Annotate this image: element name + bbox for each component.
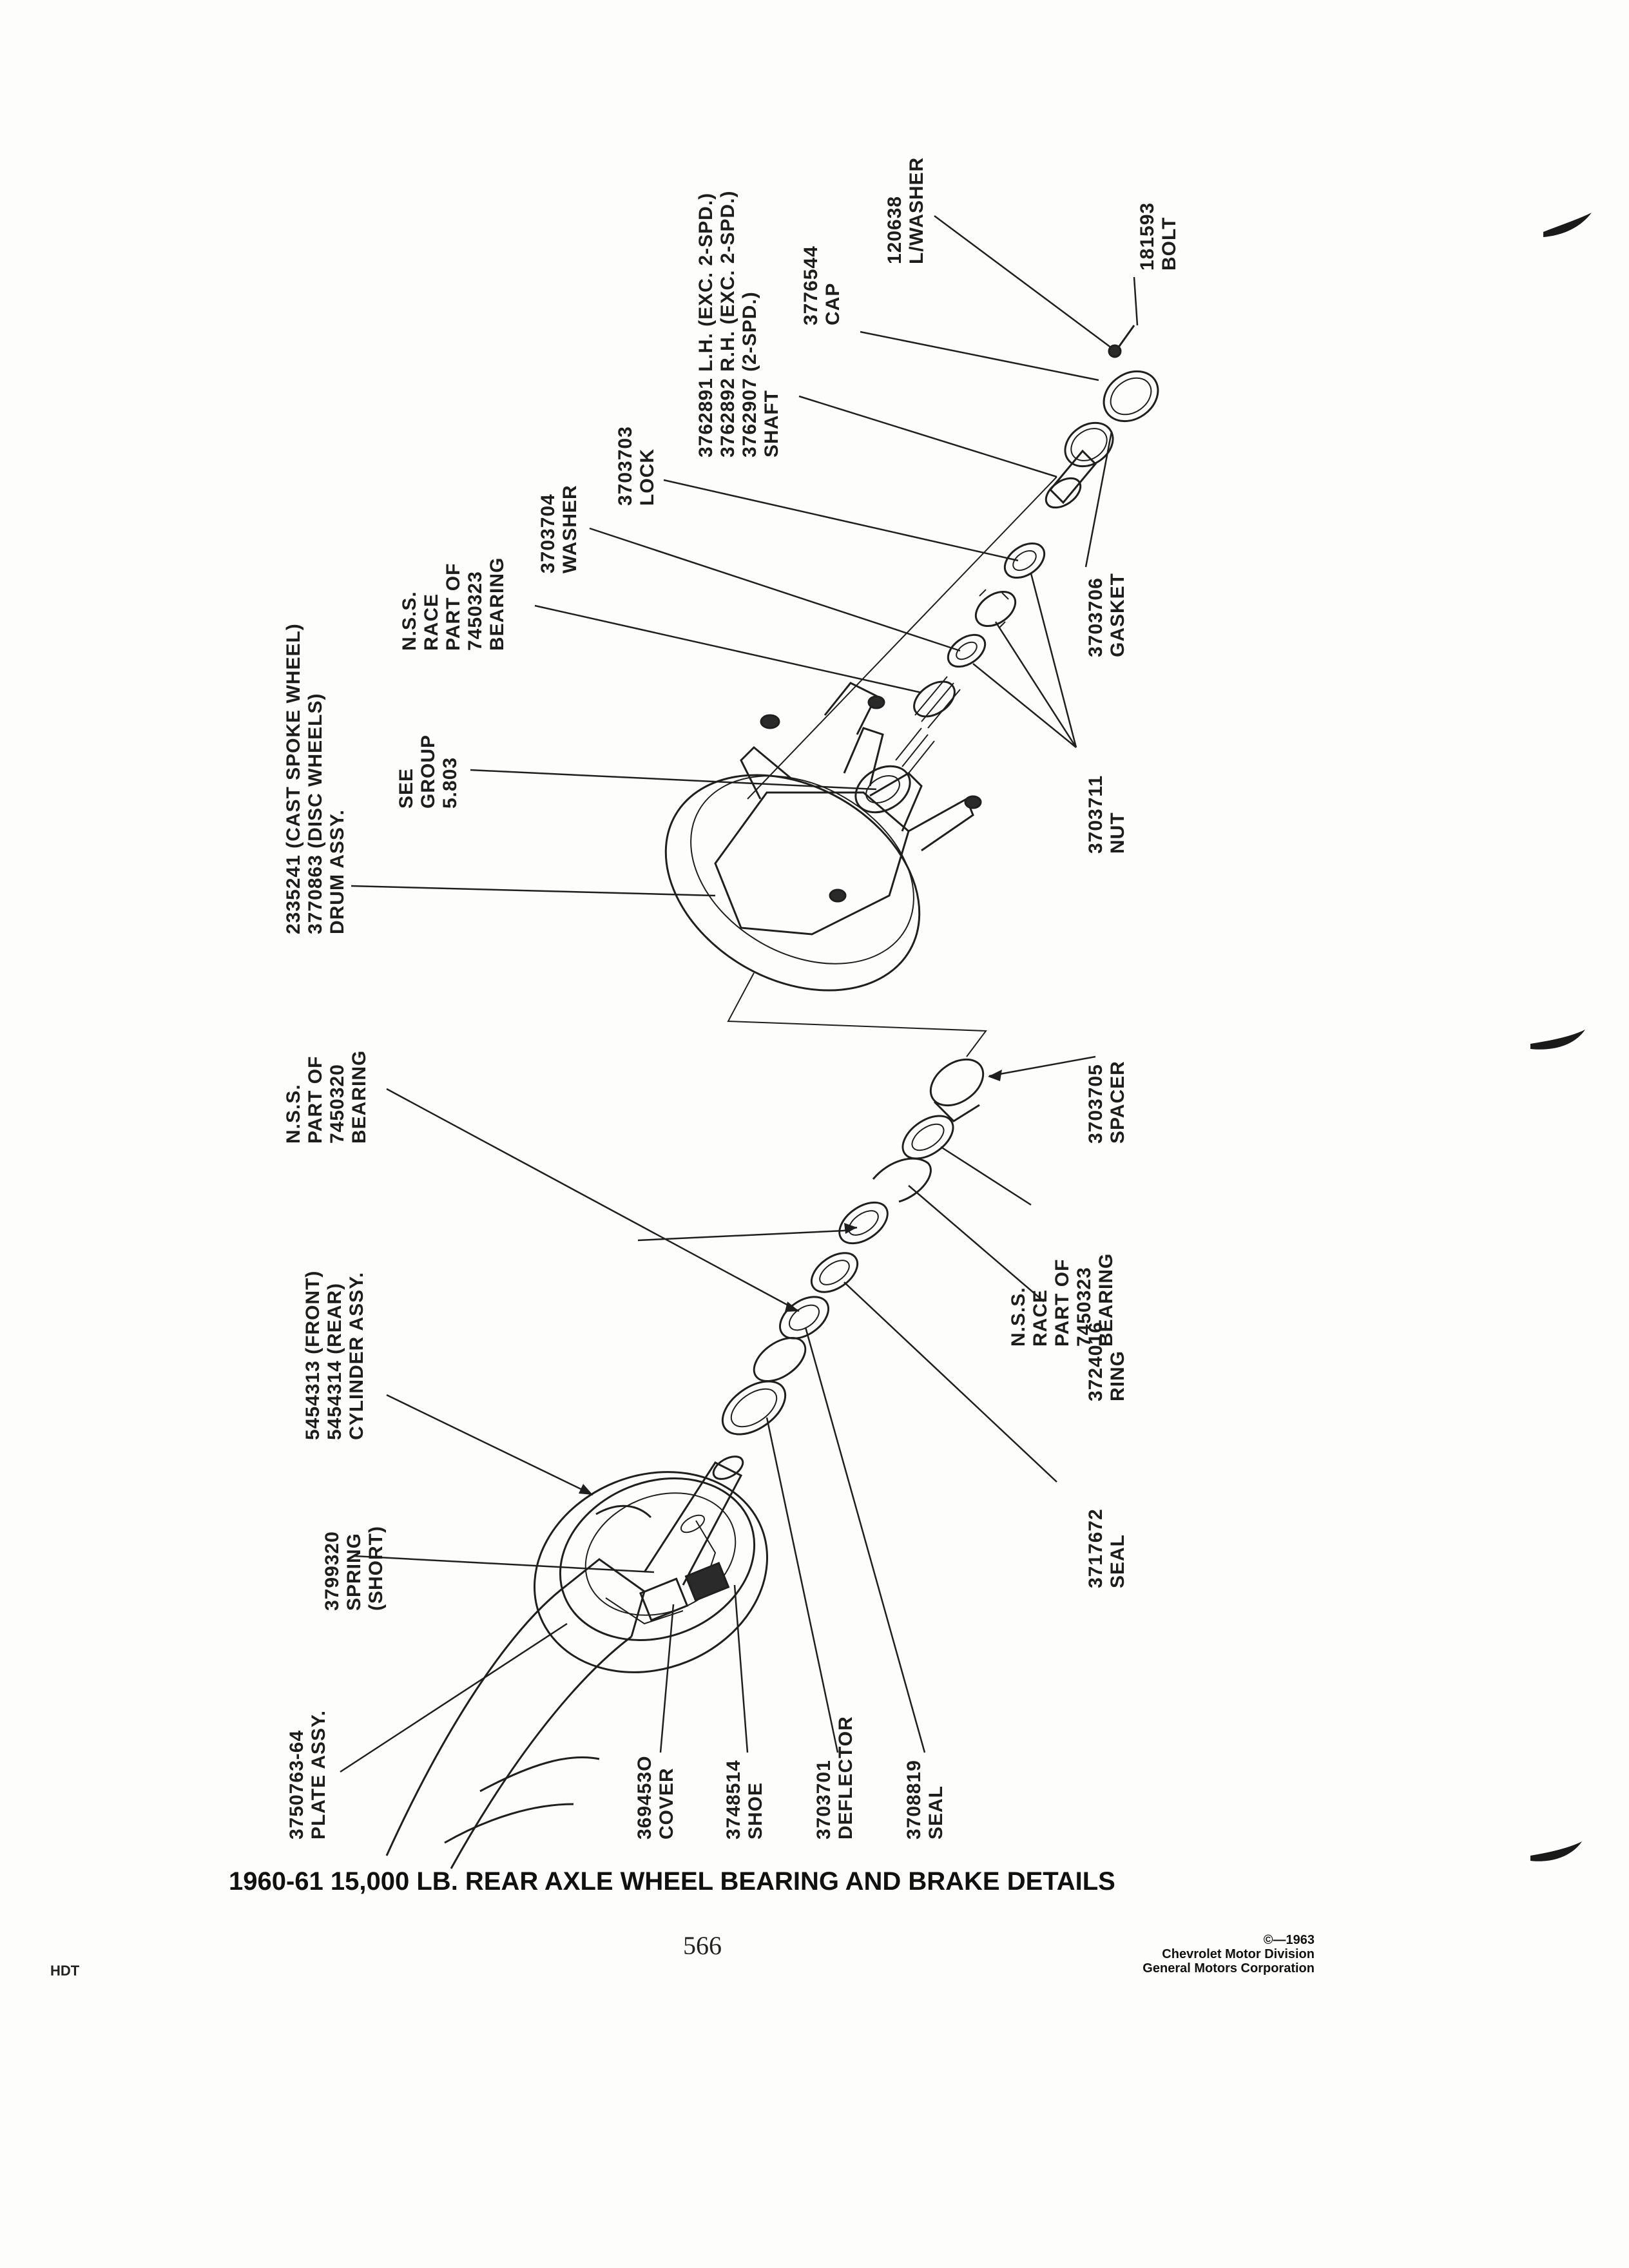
label-cover: 369453OCOVER [634,1756,677,1840]
lock-drawing [1003,542,1046,579]
label-seal-outer: 3708819SEAL [903,1760,947,1840]
label-inner-race: N.S.S.RACEPART OF7450323BEARING [1008,1253,1117,1347]
label-cap: 3776544CAP [800,245,843,325]
label-spacer: 3703705SPACER [1085,1061,1128,1144]
label-lwasher: 120638L/WASHER [884,157,927,264]
label-cylinder: 5454313 (FRONT)5454314 (REAR)CYLINDER AS… [302,1271,367,1440]
inner-race-drawing [838,1201,889,1245]
label-gasket: 3703706GASKET [1085,573,1128,657]
copyright-year: ©—1963 [1263,1933,1315,1947]
label-nut: 3703711NUT [1085,775,1128,854]
corner-code: HDT [50,1963,80,1979]
label-inner-bearing: N.S.S.PART OF7450320BEARING [283,1050,370,1144]
outer-race-drawing [901,1115,954,1160]
label-shoe: 3748514SHOE [723,1760,766,1840]
seal-outer-drawing [753,1337,807,1382]
label-bolt: 181593BOLT [1137,202,1180,271]
inner-bearing-drawing [779,1296,829,1340]
snap-ring-drawing [872,1157,932,1203]
deflector-ring-drawing [721,1380,787,1436]
label-washer: 3703704WASHER [537,485,581,573]
label-ring: 3724016RING [1085,1321,1128,1401]
leader-lines [340,215,1139,1773]
page-title: 1960-61 15,000 LB. REAR AXLE WHEEL BEARI… [229,1867,1115,1896]
bolt-drawing [1108,325,1135,358]
brake-drum-drawing [664,682,982,992]
copyright-block: ©—1963 Chevrolet Motor Division General … [1044,1933,1315,1975]
gasket-drawing [1064,421,1114,468]
copyright-corporation: General Motors Corporation [1142,1961,1315,1975]
label-outer-race-top: N.S.S.RACEPART OF7450323BEARING [399,557,508,651]
label-see-group: SEEGROUP5.803 [396,735,461,809]
spacer-drawing [929,1058,985,1122]
backing-plate-drawing [534,1471,768,1673]
copyright-division: Chevrolet Motor Division [1162,1947,1315,1961]
label-deflector: 3703701DEFLECTOR [813,1716,856,1840]
axle-housing-drawing [385,1558,646,1869]
label-seal-inner: 3717672SEAL [1085,1508,1128,1588]
wheel-cylinder-drawing [639,1562,730,1622]
washer-drawing [947,633,987,668]
centerline-connector [727,972,987,1057]
axle-spindle-drawing [643,1456,744,1586]
label-spring: 3799320SPRING(SHORT) [322,1526,387,1611]
axle-shaft-drawing [747,449,1097,800]
page-number: 566 [683,1931,722,1960]
leader-arrowheads [579,1070,1002,1495]
binder-marks [1530,213,1592,1861]
label-lock: 3703703LOCK [615,426,658,506]
label-plate-assy: 3750763-64PLATE ASSY. [286,1710,329,1840]
seal-inner-drawing [810,1252,859,1293]
label-shaft: 3762891 L.H. (EXC. 2-SPD.)3762892 R.H. (… [695,191,782,458]
label-drum-assy: 2335241 (CAST SPOKE WHEEL)3770863 (DISC … [283,623,348,934]
cap-drawing [1103,370,1159,423]
hub-bearing-drawing [895,676,961,774]
nut-drawing [974,589,1017,629]
